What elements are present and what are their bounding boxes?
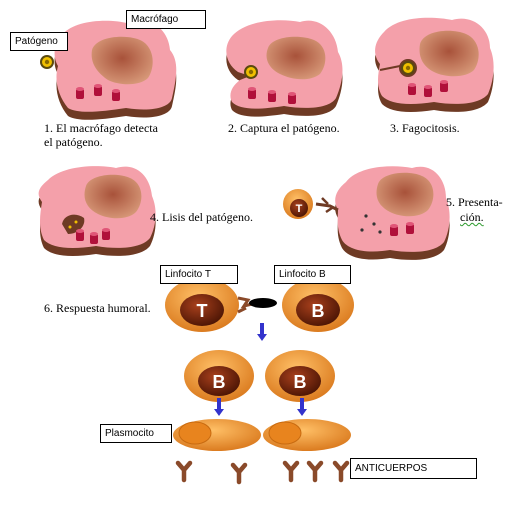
- b-cell-left-letter: B: [213, 372, 226, 392]
- antibodies: [178, 463, 347, 482]
- b-lymphocyte: B: [282, 278, 354, 332]
- macrophage-step3: [375, 17, 494, 112]
- antibody-icon: [309, 463, 321, 480]
- antibody-icon: [178, 463, 190, 480]
- arrow-down-icon: [257, 323, 267, 341]
- t-cell-small-letter: T: [296, 203, 303, 215]
- pathogen-icon: [40, 55, 54, 69]
- t-cell-small: T: [283, 189, 313, 219]
- step-3-caption: 3. Fagocitosis.: [390, 121, 460, 135]
- b-lymphocyte-label: Linfocito B: [274, 265, 351, 284]
- pathogen-captured-icon: [244, 65, 258, 79]
- macrophage-step5: [315, 166, 450, 260]
- t-lymphocyte-letter: T: [197, 301, 208, 321]
- step-2-caption: 2. Captura el patógeno.: [228, 121, 340, 135]
- step-1-caption-line1: 1. El macrófago detecta: [44, 121, 158, 135]
- b-cell-left: B: [184, 350, 254, 402]
- step-5-caption-line2: ción.: [460, 210, 484, 224]
- step-5-caption-line1: 5. Presenta-: [446, 195, 503, 209]
- antibody-icon: [335, 463, 347, 480]
- macrophage-step1: [54, 20, 177, 120]
- pathogen-engulfed-icon: [401, 61, 415, 75]
- antibodies-label: ANTICUERPOS: [350, 458, 477, 479]
- plasmocyte-label: Plasmocito: [100, 424, 172, 443]
- macrophage-step2: [226, 20, 343, 117]
- t-b-contact: [237, 296, 253, 314]
- macrophage-label: Macrófago: [126, 10, 206, 29]
- b-lymphocyte-letter: B: [312, 301, 325, 321]
- t-lymphocyte-label: Linfocito T: [160, 265, 238, 284]
- plasmocyte-left: [173, 419, 261, 451]
- antibody-icon: [285, 463, 297, 480]
- t-lymphocyte: T: [165, 278, 239, 332]
- step-1-caption-line2: el patógeno.: [44, 135, 103, 149]
- plasmocyte-right: [263, 419, 351, 451]
- antibody-icon: [233, 465, 245, 482]
- step-4-caption: 4. Lisis del patógeno.: [150, 210, 253, 224]
- macrophage-step4: [38, 166, 156, 256]
- b-cell-right: B: [265, 350, 335, 402]
- step-6-caption: 6. Respuesta humoral.: [44, 301, 151, 315]
- b-cell-right-letter: B: [294, 372, 307, 392]
- antigen-link: [249, 298, 277, 308]
- pathogen-label: Patógeno: [10, 32, 68, 51]
